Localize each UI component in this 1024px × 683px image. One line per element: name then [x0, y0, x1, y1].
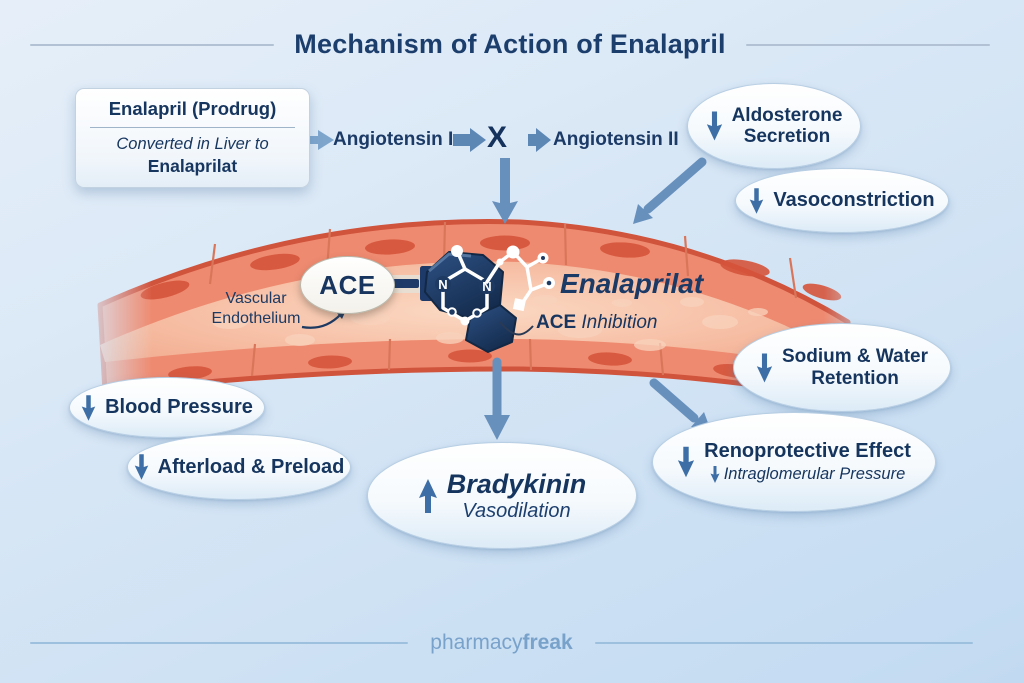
brand-bold: freak: [522, 631, 573, 654]
ace-enzyme-label: ACE: [319, 269, 376, 300]
prodrug-result-text: Enalaprilat: [147, 156, 238, 176]
effect-label: Renoprotective Effect: [704, 440, 911, 463]
title-row: Mechanism of Action of Enalapril: [30, 29, 991, 60]
bubble-bradykinin: Bradykinin Vasodilation: [367, 442, 637, 549]
ace-inhibition-label: ACE Inhibition: [536, 312, 657, 334]
title-rule-left: [30, 43, 275, 46]
prodrug-title: Enalapril (Prodrug): [108, 98, 277, 119]
ace-inhibition-italic: Inhibition: [581, 312, 658, 333]
effect-sublabel: Vasodilation: [462, 499, 571, 522]
footer-row: pharmacyfreak: [30, 631, 973, 655]
bubble-blood-pressure: Blood Pressure: [69, 377, 265, 438]
arrow-up-icon: [418, 478, 437, 513]
angiotensin-2-label: Angiotensin II: [553, 129, 679, 150]
bubble-afterload-preload: Afterload & Preload: [127, 434, 351, 500]
arrow-block-to-ang2-icon: [528, 128, 551, 152]
effect-label: Vasoconstriction: [773, 189, 935, 211]
arrow-down-icon: [750, 187, 764, 214]
vascular-endothelium-label: Vascular Endothelium: [194, 289, 318, 329]
arrow-prodrug-to-ang1-icon: [296, 130, 334, 150]
prodrug-conversion-text: Converted in Liver to: [116, 135, 269, 153]
angiotensin-1-label: Angiotensin I: [333, 129, 454, 150]
arrow-ang2-effects-to-vessel-icon: [633, 157, 707, 224]
footer-rule-left: [30, 642, 409, 644]
effect-label: Secretion: [743, 126, 831, 147]
effect-label: Bradykinin: [446, 468, 587, 499]
arrow-ang1-to-block-icon: [453, 128, 486, 152]
ace-inhibition-bold: ACE: [536, 312, 577, 333]
arrow-vessel-to-bradykinin-icon: [484, 357, 510, 440]
effect-label: Sodium & Water: [781, 346, 929, 368]
arrow-down-icon: [756, 353, 773, 382]
page-title: Mechanism of Action of Enalapril: [294, 29, 726, 59]
brand-regular: pharmacy: [430, 631, 523, 654]
effect-label: Blood Pressure: [105, 396, 253, 418]
enalaprilat-label: Enalaprilat: [560, 268, 704, 299]
enalaprilat-molecule: N N: [424, 245, 555, 353]
nitrogen-atom-label: N: [482, 279, 491, 294]
footer-rule-right: [594, 642, 973, 644]
nitrogen-atom-label: N: [438, 277, 447, 292]
endothelium-line2: Endothelium: [211, 310, 301, 327]
effect-label: Retention: [811, 367, 899, 389]
effect-sublabel: Intraglomerular Pressure: [723, 464, 906, 483]
prodrug-divider: [90, 127, 295, 128]
arrow-down-icon: [134, 454, 148, 480]
ace-enzyme-badge: ACE: [300, 256, 395, 314]
endothelium-line1: Vascular: [225, 290, 287, 307]
cell-nuclei-top: [140, 235, 842, 301]
arrow-down-icon: [678, 446, 695, 478]
bubble-sodium-water-retention: Sodium & Water Retention: [733, 323, 951, 412]
arrow-down-icon: [706, 111, 722, 141]
inhibition-callout-line: [499, 321, 534, 336]
effect-label: Afterload & Preload: [157, 455, 345, 478]
title-rule-right: [745, 43, 991, 46]
brand-logo: pharmacyfreak: [430, 631, 572, 655]
bubble-renoprotective: Renoprotective Effect Intraglomerular Pr…: [652, 412, 936, 512]
bubble-aldosterone-secretion: Aldosterone Secretion: [687, 83, 861, 169]
block-x-symbol: X: [487, 121, 508, 154]
bubble-vasoconstriction: Vasoconstriction: [735, 168, 949, 233]
prodrug-box: Enalapril (Prodrug) Converted in Liver t…: [75, 88, 310, 188]
arrow-block-to-vessel-icon: [492, 158, 518, 224]
arrow-down-icon: [81, 394, 96, 421]
arrow-down-icon: [710, 465, 720, 483]
effect-label: Aldosterone: [731, 104, 843, 126]
